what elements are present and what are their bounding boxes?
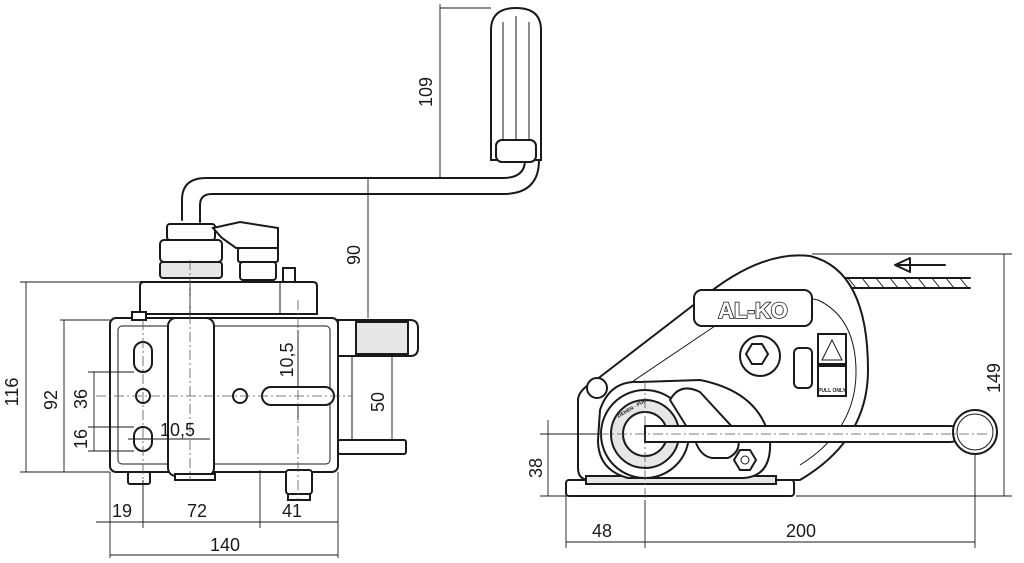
dim-90: 90	[344, 178, 369, 318]
dim-140: 140	[110, 535, 338, 556]
dim-38: 38	[526, 420, 600, 497]
dim-92: 92	[41, 319, 110, 472]
dim-140-text: 140	[210, 535, 240, 555]
dim-19-text: 19	[112, 501, 132, 521]
dim-10-5-left: 10,5	[128, 420, 210, 440]
crank-arm	[181, 159, 540, 223]
drum-bracket	[337, 319, 419, 455]
dim-116-text: 116	[2, 378, 22, 407]
dim-92-text: 92	[41, 390, 61, 410]
warning-stickers: PULL ONLY	[793, 333, 847, 397]
dim-41-text: 41	[282, 501, 302, 521]
crank-handle	[490, 6, 542, 163]
dim-200-text: 200	[786, 521, 816, 541]
dim-10-5-left-text: 10,5	[160, 420, 195, 440]
dim-90-text: 90	[344, 245, 364, 265]
dim-38-text: 38	[526, 458, 546, 478]
dim-10-5-top: 10,5	[277, 330, 299, 420]
pull-only-text: PULL ONLY	[818, 388, 846, 394]
dim-10-5-top-text: 10,5	[277, 342, 297, 377]
dim-50: 50	[338, 355, 400, 441]
dim-19-72-41: 19 72 41	[96, 470, 339, 558]
side-view: AL-KO PULL ONLY ZIEHEN · PULL	[526, 253, 1012, 548]
brand-logo-text: AL-KO	[718, 298, 788, 323]
dim-109: 109	[416, 4, 491, 178]
dim-149-text: 149	[984, 363, 1004, 393]
dim-16: 16	[71, 426, 134, 452]
brake-lever	[211, 220, 296, 283]
dim-16-text: 16	[71, 429, 91, 449]
dim-116: 116	[2, 281, 140, 473]
mounting-plate	[109, 311, 339, 501]
dim-149: 149	[796, 253, 1012, 497]
dim-48-200: 48 200	[565, 454, 976, 548]
winch-rope	[839, 257, 971, 289]
dim-109-text: 109	[416, 77, 436, 107]
dim-50-text: 50	[368, 392, 388, 412]
brand-logo: AL-KO	[693, 289, 813, 327]
dim-48-text: 48	[592, 521, 612, 541]
dim-36-text: 36	[71, 389, 91, 409]
housing-top	[139, 281, 318, 315]
front-view: 116 92 36 16 10,5 10,5	[2, 4, 542, 558]
dim-72-text: 72	[187, 501, 207, 521]
crank-hub	[159, 223, 223, 279]
